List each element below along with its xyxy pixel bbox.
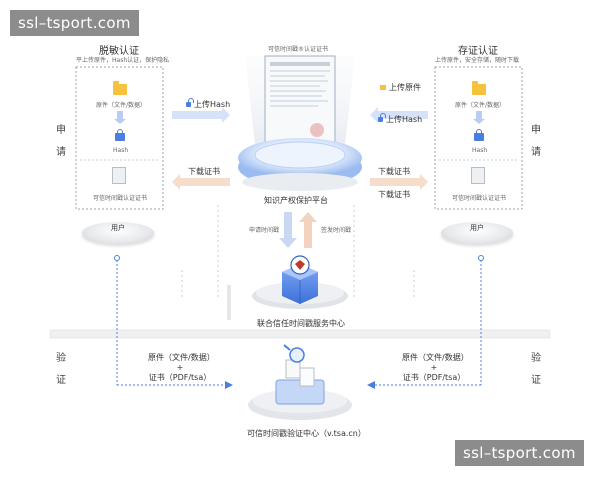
right-original-label: 原件（文件/数据） <box>455 102 506 109</box>
right-panel-subtitle: 上传原件，安全存储，随时下载 <box>435 57 520 64</box>
verify-inputs-left: 原件（文件/数据） + 证书（PDF/tsa） <box>148 353 215 382</box>
left-folder-icon <box>113 81 127 95</box>
right-download-arrow <box>370 174 428 190</box>
apply-right-label: 申请 <box>531 125 541 158</box>
tsa-label: 联合信任时间戳服务中心 <box>257 319 345 328</box>
certificate-caption: 可信时间戳®认证证书 <box>268 46 329 53</box>
left-original-label: 原件（文件/数据） <box>96 102 147 109</box>
right-original-folder-mini-icon <box>380 85 386 90</box>
upload-hash-right-label: 上传Hash <box>378 113 422 125</box>
left-panel-title: 脱敏认证 <box>99 46 139 57</box>
left-upload-arrow <box>172 107 230 123</box>
left-download-arrow <box>172 174 230 190</box>
left-panel-border <box>75 66 164 210</box>
left-lock-icon <box>115 129 125 141</box>
right-panel-border <box>434 66 523 210</box>
apply-timestamp-arrow <box>279 212 297 248</box>
download-cert-right-label-2: 下载证书 <box>378 190 410 199</box>
seal-icon <box>310 123 324 137</box>
verify-center-label: 可信时间戳验证中心（v.tsa.cn） <box>247 429 366 438</box>
watermark-top: ssl–tsport.com <box>10 10 139 36</box>
verify-right-label: 验证 <box>531 353 541 386</box>
right-certificate-icon <box>471 167 485 184</box>
right-user-label: 用户 <box>470 224 484 232</box>
upload-original-right-label: 上传原件 <box>380 82 421 93</box>
left-panel-subtitle: 平上传原件，Hash认证，保护隐私 <box>76 57 170 64</box>
right-folder-icon <box>472 81 486 95</box>
separator-bar <box>49 329 551 339</box>
left-hash-lock-icon <box>186 98 194 107</box>
left-hash-label: Hash <box>113 147 129 154</box>
right-down-arrow-icon <box>473 111 485 124</box>
right-user-pedestal <box>441 222 513 244</box>
left-certificate-icon <box>112 167 126 184</box>
download-cert-left-label: 下载证书 <box>188 167 220 176</box>
right-upload-arrow <box>370 107 428 123</box>
apply-left-label: 申请 <box>56 125 66 158</box>
left-user-label: 用户 <box>111 224 125 232</box>
platform-label: 知识产权保护平台 <box>264 196 328 205</box>
verify-inputs-right: 原件（文件/数据） + 证书（PDF/tsa） <box>402 353 469 382</box>
download-cert-right-label-1: 下载证书 <box>378 167 410 176</box>
issue-timestamp-label: 签发时间戳 <box>321 227 352 234</box>
verify-left-label: 验证 <box>56 353 66 386</box>
right-panel-title: 存证认证 <box>458 46 498 57</box>
left-user-pedestal <box>82 222 154 244</box>
right-hash-lock-icon <box>378 113 386 122</box>
left-cert-label: 可信时间戳认证证书 <box>93 195 148 202</box>
issue-timestamp-arrow <box>299 212 317 248</box>
right-cert-label: 可信时间戳认证证书 <box>452 195 507 202</box>
upload-hash-left-label: 上传Hash <box>186 98 230 110</box>
left-down-arrow-icon <box>114 111 126 124</box>
apply-timestamp-label: 申请时间戳 <box>249 227 280 234</box>
watermark-bottom: ssl–tsport.com <box>455 440 584 466</box>
magnifier-icon <box>289 347 305 363</box>
right-lock-icon <box>474 129 484 141</box>
right-hash-label: Hash <box>472 147 488 154</box>
